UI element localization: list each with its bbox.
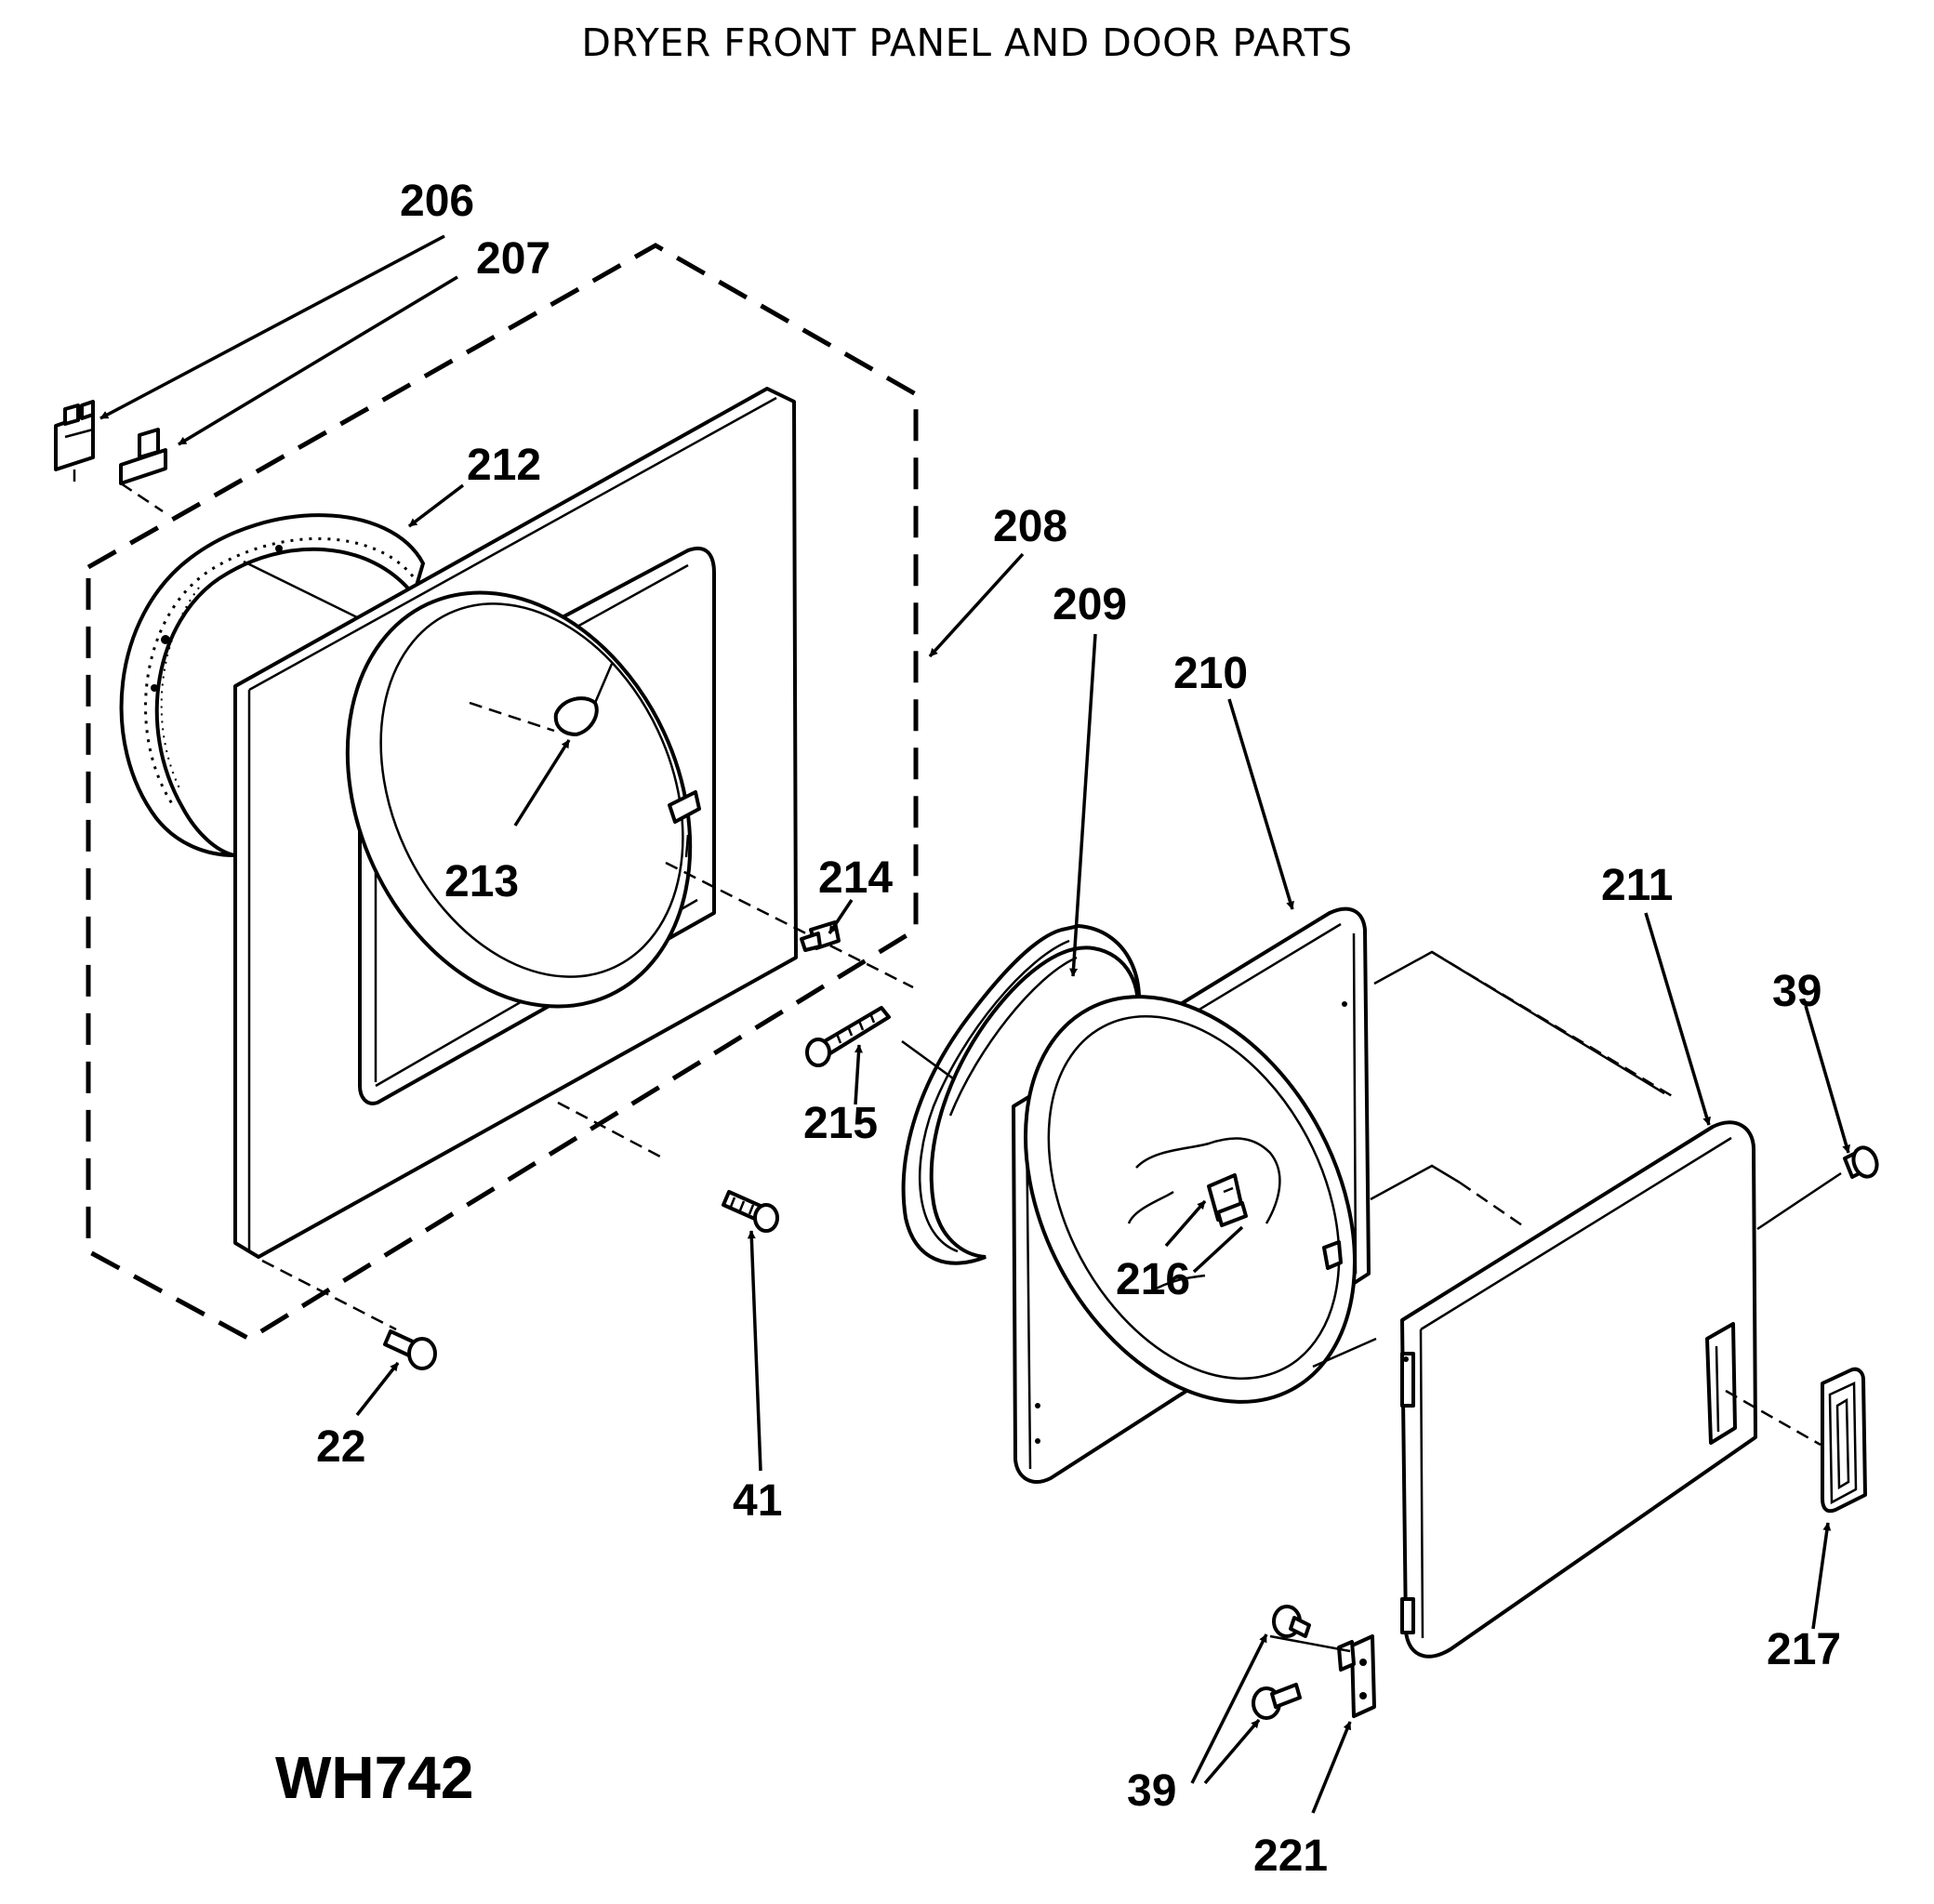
hinge-221	[1337, 1634, 1376, 1718]
diagram-title: DRYER FRONT PANEL AND DOOR PARTS	[581, 20, 1353, 65]
leader-221	[1311, 1721, 1352, 1814]
door-handle-217	[1821, 1367, 1867, 1514]
door-gasket-209	[901, 923, 1142, 1265]
assembly-boundary-208	[86, 243, 919, 1342]
callout-210: 210	[1173, 649, 1248, 698]
leader-214	[828, 899, 854, 934]
screw-215	[805, 1006, 891, 1067]
callout-214: 214	[818, 853, 893, 903]
callout-216: 216	[1116, 1255, 1190, 1304]
screw-39-lower-1	[1272, 1605, 1311, 1638]
outer-door-211	[1400, 1120, 1757, 1659]
leader-207	[178, 275, 458, 446]
callout-206: 206	[400, 177, 474, 226]
callout-39-bottom: 39	[1127, 1766, 1176, 1816]
callout-215: 215	[803, 1099, 878, 1148]
leader-41	[747, 1230, 762, 1472]
drum-seal-212	[119, 513, 426, 857]
centerline-screw-41	[557, 1101, 661, 1158]
leader-206	[99, 234, 445, 420]
leader-215	[854, 1044, 863, 1105]
screw-39-top	[1843, 1145, 1879, 1179]
dash-210-211-upper	[1431, 950, 1675, 1099]
screw-41	[722, 1190, 779, 1233]
gasket-center-line	[901, 1039, 954, 1080]
centerline-screw-22	[261, 1259, 397, 1331]
callout-208: 208	[993, 502, 1067, 551]
callout-209: 209	[1053, 580, 1127, 629]
screw-39-lower-2	[1252, 1683, 1302, 1720]
callout-211: 211	[1601, 861, 1673, 910]
inner-door-210	[1012, 906, 1371, 1484]
dash-210-211-lower	[1459, 1181, 1526, 1229]
centerline-210-211-upper	[1373, 950, 1665, 1095]
centerline-screw-39	[1756, 1171, 1842, 1231]
door-switch-206	[54, 400, 95, 482]
callout-213: 213	[444, 857, 519, 906]
callout-22: 22	[316, 1422, 365, 1472]
switch-bracket-207	[119, 428, 167, 485]
leader-39-bottom-b	[1203, 1718, 1261, 1785]
leader-213	[513, 739, 571, 826]
model-number: WH742	[275, 1744, 473, 1811]
callout-41: 41	[733, 1476, 782, 1526]
callout-212: 212	[467, 441, 541, 490]
leader-39-top	[1804, 1005, 1851, 1154]
centerline-switch	[120, 482, 164, 513]
leader-209	[1069, 633, 1097, 977]
callout-217: 217	[1767, 1625, 1841, 1674]
screw-22	[383, 1329, 437, 1370]
leader-212	[407, 483, 465, 528]
centerline-handle	[1725, 1389, 1821, 1447]
leader-211	[1644, 912, 1711, 1126]
centerline-hinge	[1269, 1634, 1351, 1653]
leader-22	[355, 1361, 400, 1417]
leader-216	[1164, 1199, 1207, 1248]
callout-221: 221	[1253, 1831, 1328, 1881]
centerline-hinge-screw	[1312, 1337, 1377, 1368]
leader-210	[1227, 698, 1294, 910]
callout-207: 207	[476, 234, 550, 284]
leader-208	[928, 552, 1025, 658]
callout-39-top: 39	[1772, 967, 1821, 1016]
leader-216-tail	[1192, 1225, 1244, 1274]
centerline-210-211-lower	[1370, 1164, 1461, 1201]
leader-217	[1811, 1522, 1832, 1630]
centerline-latch	[665, 861, 914, 989]
leader-39-bottom-a	[1190, 1633, 1268, 1784]
